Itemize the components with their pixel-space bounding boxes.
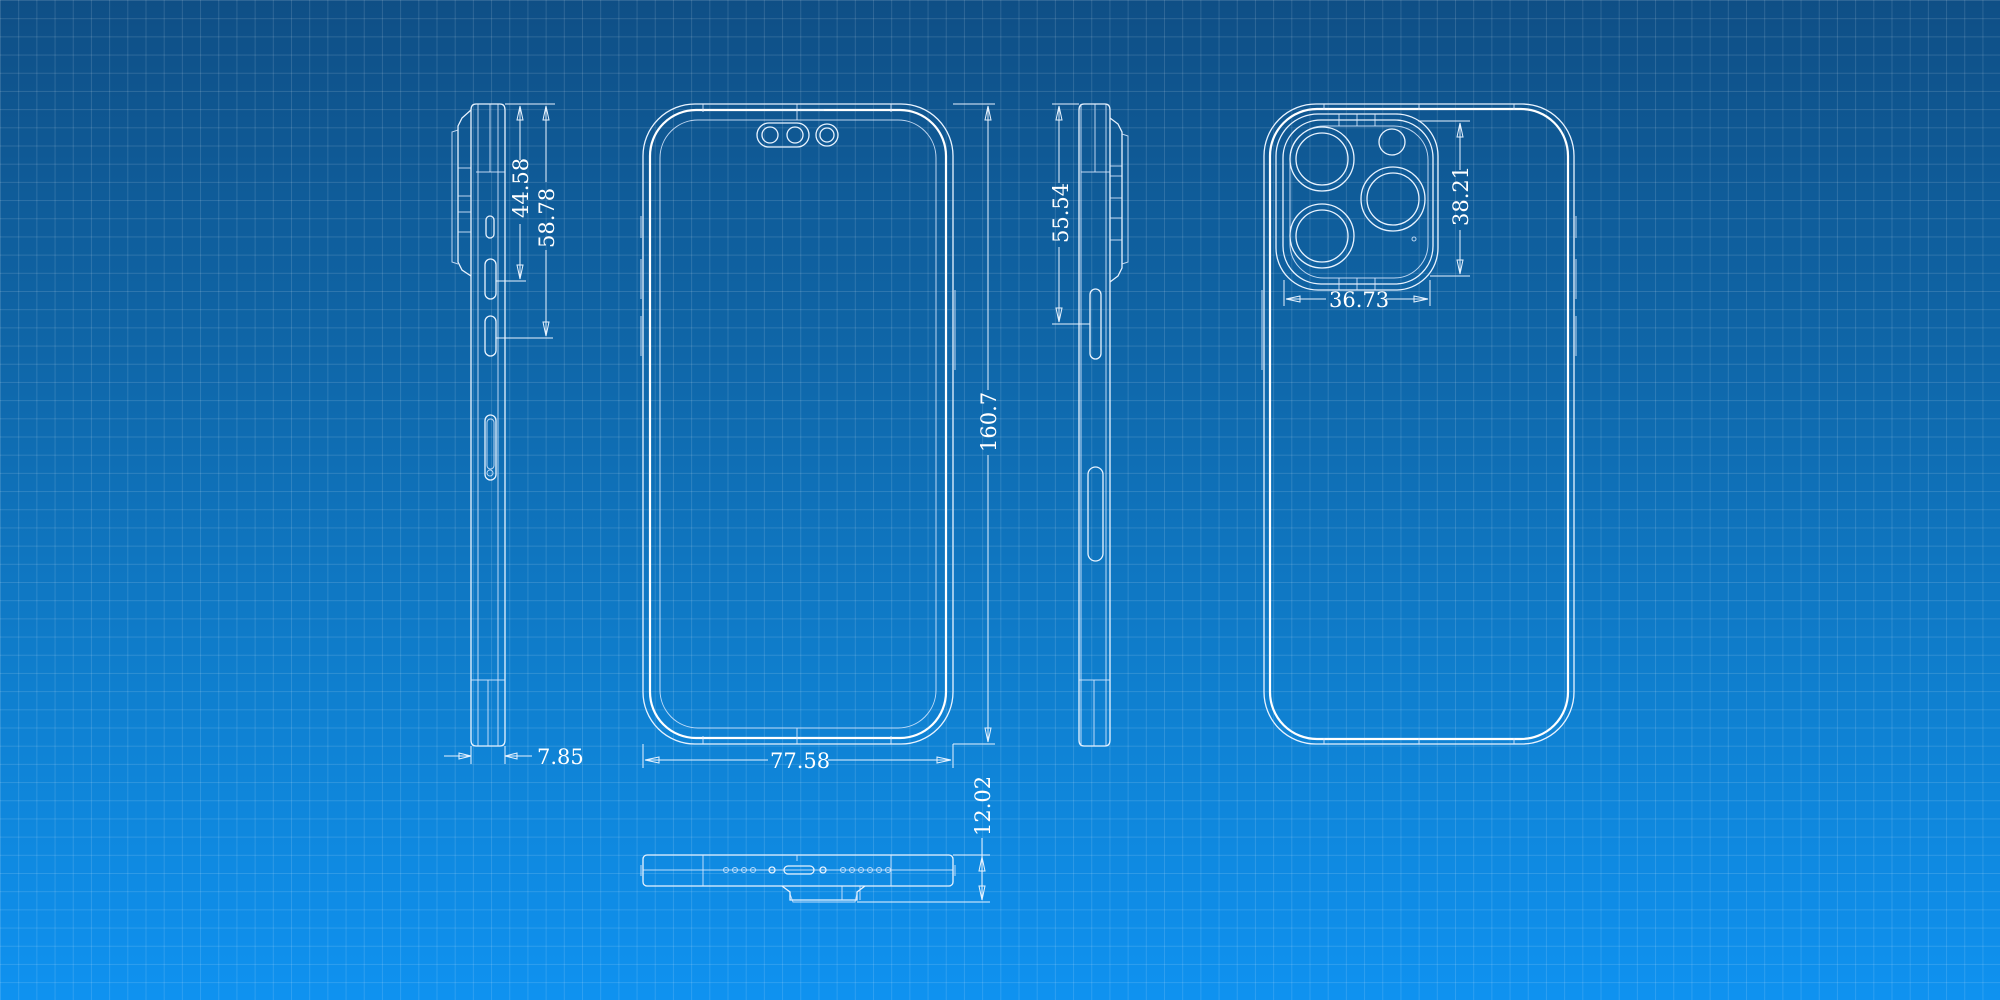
- dimension-7-85: 7.85: [537, 745, 584, 769]
- front-view: 160.7 77.58: [640, 103, 1001, 773]
- left-side-view: 44.58 58.78 7.85: [444, 103, 584, 769]
- right-side-view: 55.54: [1049, 103, 1129, 747]
- dimension-12-02: 12.02: [971, 776, 995, 836]
- dimension-55-54: 55.54: [1049, 183, 1073, 243]
- dimension-36-73: 36.73: [1329, 288, 1389, 312]
- bottom-view: 12.02: [640, 776, 995, 903]
- back-view: 38.21 36.73: [1261, 103, 1577, 745]
- dimension-44-58: 44.58: [509, 158, 533, 218]
- dimension-77-58: 77.58: [770, 749, 830, 773]
- dimension-160-7: 160.7: [977, 392, 1001, 452]
- dimension-58-78: 58.78: [535, 188, 559, 248]
- dimension-38-21: 38.21: [1449, 166, 1473, 226]
